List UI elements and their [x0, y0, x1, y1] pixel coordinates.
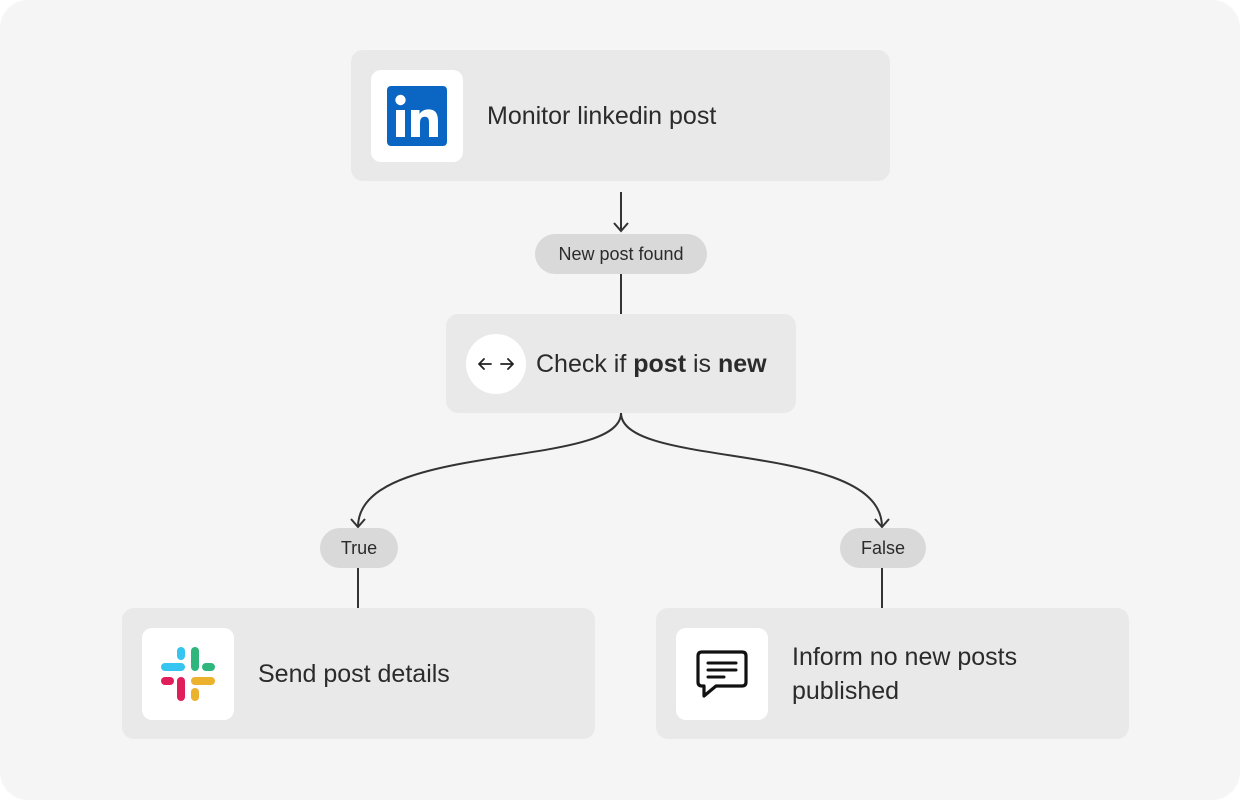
arrowhead-icon — [350, 518, 366, 529]
condition-label: Check if post is new — [536, 349, 767, 378]
inform-no-new-posts-label: Inform no new posts published — [792, 642, 1018, 705]
arrowhead-icon — [874, 518, 890, 529]
send-post-details-label: Send post details — [258, 659, 450, 688]
new-post-found-badge: New post found — [535, 234, 707, 274]
arrowhead-icon — [613, 222, 629, 233]
linkedin-tile — [371, 69, 463, 162]
message-tile — [676, 627, 768, 720]
message-icon — [696, 649, 748, 698]
new-post-found-label: New post found — [558, 243, 684, 264]
linkedin-icon — [387, 85, 447, 146]
slack-icon — [161, 646, 215, 701]
inform-no-new-posts-node[interactable]: Inform no new posts published — [656, 608, 1129, 739]
true-branch-badge: True — [320, 528, 398, 568]
condition-node[interactable]: Check if post is new — [446, 314, 796, 413]
true-branch-label: True — [340, 537, 378, 558]
connector-condition-to-true — [357, 412, 622, 528]
false-branch-label: False — [860, 537, 905, 558]
connector-condition-to-false — [620, 412, 883, 528]
condition-icon-circle — [466, 333, 526, 394]
trigger-node[interactable]: Monitor linkedin post — [351, 50, 890, 181]
send-post-details-node[interactable]: Send post details — [122, 608, 595, 739]
arrows-left-right-icon — [478, 357, 514, 370]
slack-tile — [142, 627, 234, 720]
trigger-label: Monitor linkedin post — [487, 101, 717, 130]
false-branch-badge: False — [840, 528, 926, 568]
